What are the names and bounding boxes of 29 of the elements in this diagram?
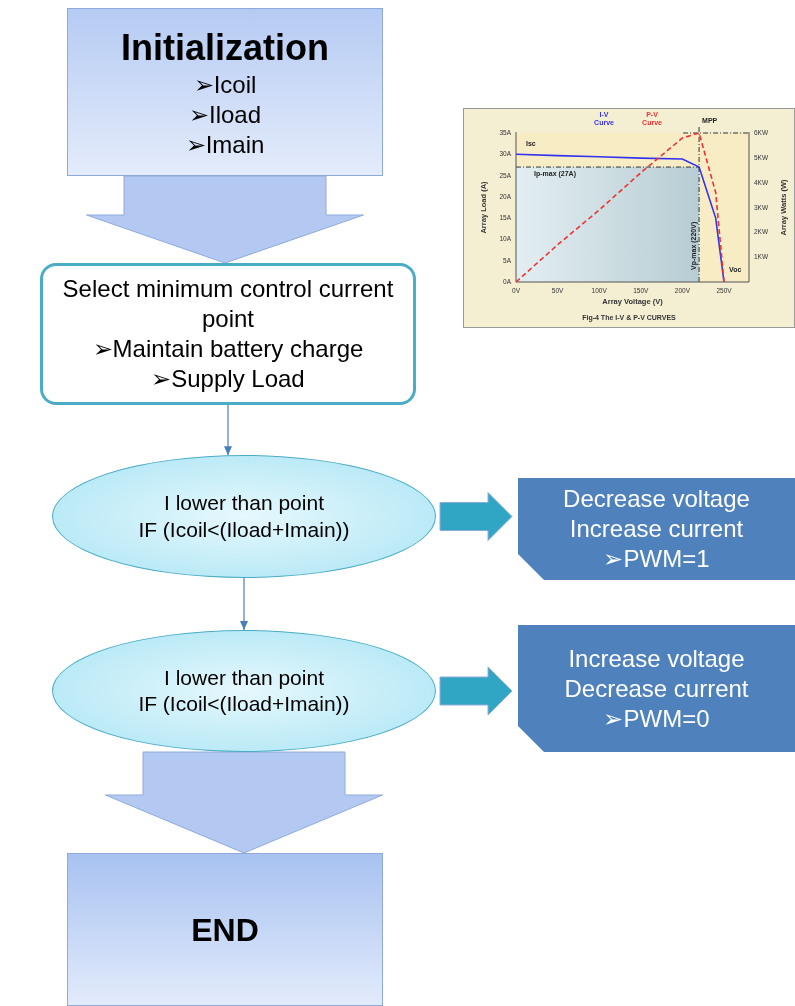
node-text: ➢Icoil [193,69,257,100]
block-arrow [439,492,513,541]
node-text: END [191,910,259,950]
end-box [67,853,383,1006]
node-text: Decrease current [564,673,749,704]
node-text: Decrease voltage [563,484,750,514]
node-text: ➢Supply Load [151,364,305,394]
node-text: Select minimum control current point [61,274,395,334]
node-text: ➢Imain [185,129,265,160]
node-text: IF (Icoil<(Iload+Imain)) [138,516,350,543]
arrow [224,404,232,456]
process-box [67,8,383,176]
node-title: Initialization [121,25,329,70]
node-text: ➢Iload [188,99,261,130]
action-box [518,625,795,752]
process-box [40,263,416,405]
node-text: I lower than point [164,490,324,517]
block-arrow [439,666,513,716]
node-text: ➢Maintain battery charge [92,334,364,364]
node-text: IF (Icoil<(Iload+Imain)) [138,691,350,717]
block-arrow [105,751,383,854]
arrow [240,577,248,631]
node-text: I lower than point [164,664,324,691]
node-text: Increase current [569,514,744,544]
node-text: ➢PWM=0 [603,703,710,734]
node-text: Increase voltage [568,643,745,674]
node-text: ➢PWM=1 [603,544,710,574]
action-box [518,478,795,580]
block-arrow [86,175,364,264]
